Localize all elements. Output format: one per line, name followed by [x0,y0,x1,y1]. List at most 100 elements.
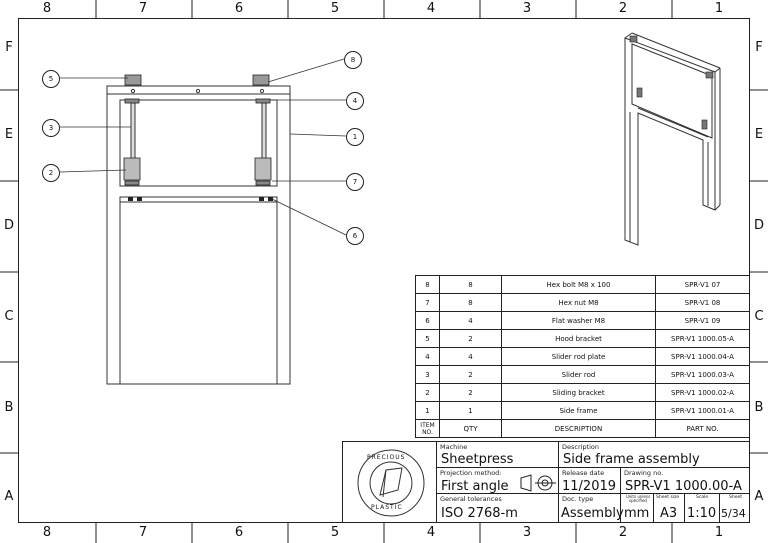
bom-qty: 2 [439,365,502,384]
tolerances-cell: General tolerances ISO 2768-m [436,493,559,523]
bom-item: 1 [415,401,440,420]
doc-type-label: Doc. type [562,495,594,503]
bom-part: SPR-V1 1000.03-A [655,365,750,384]
table-row: 1 1 Side frame SPR-V1 1000.01-A [415,401,750,420]
bill-of-materials: 8 8 Hex bolt M8 x 100 SPR-V1 07 7 8 Hex … [415,275,750,438]
row-c-left: C [4,309,14,324]
col-4-top: 4 [426,1,436,16]
bom-qty: 8 [439,293,502,312]
description-value: Side frame assembly [563,452,700,467]
row-f-left: F [5,40,13,55]
description-label: Description [562,443,600,451]
logo-cell: PRECIOUS PLASTIC [342,441,437,523]
bom-qty: 2 [439,329,502,348]
row-e-right: E [754,127,764,142]
units-label: Units unless specified [625,494,651,503]
col-6-bottom: 6 [234,525,244,540]
balloon-5: 5 [42,70,60,88]
row-d-left: D [3,218,14,233]
col-4-bottom: 4 [426,525,436,540]
bom-item: 3 [415,365,440,384]
col-7-bottom: 7 [138,525,148,540]
bom-description: Hex bolt M8 x 100 [501,275,656,294]
release-label: Release date [562,469,605,477]
projection-label: Projection method: [440,469,502,477]
sliding-brackets [123,157,272,181]
logo-text-bottom: PLASTIC [371,504,403,511]
col-8-top: 8 [42,1,52,16]
table-row: 2 2 Sliding bracket SPR-V1 1000.02-A [415,383,750,402]
bom-qty: 4 [439,347,502,366]
precious-plastic-logo [357,449,425,517]
doc-type-cell: Doc. type Assembly [558,493,624,523]
bom-description: Hood bracket [501,329,656,348]
bom-description: Sliding bracket [501,383,656,402]
front-view-holes [130,88,265,94]
isometric-view [624,32,721,246]
bom-part: SPR-V1 09 [655,311,750,330]
balloon-1: 1 [346,128,364,146]
tolerances-label: General tolerances [440,495,502,503]
balloon-2: 2 [42,164,60,182]
scale-cell: Scale 1:10 [684,493,720,523]
bom-part: SPR-V1 07 [655,275,750,294]
logo-text-top: PRECIOUS [367,454,406,461]
row-e-left: E [4,127,14,142]
bom-item: 6 [415,311,440,330]
col-8-bottom: 8 [42,525,52,540]
description-cell: Description Side frame assembly [558,441,750,468]
drawing-no-cell: Drawing no. SPR-V1 1000.00-A [620,467,750,494]
bom-description: Side frame [501,401,656,420]
tolerances-value: ISO 2768-m [441,506,518,521]
bom-item: 2 [415,383,440,402]
bom-part: SPR-V1 1000.01-A [655,401,750,420]
col-6-top: 6 [234,1,244,16]
balloon-3: 3 [42,119,60,137]
bom-qty: 2 [439,383,502,402]
bom-header-description: DESCRIPTION [501,419,656,438]
col-2-top: 2 [618,1,628,16]
units-cell: Units unless specified mm [620,493,654,523]
bom-description: Flat washer M8 [501,311,656,330]
bom-description: Slider rod [501,365,656,384]
machine-label: Machine [440,443,468,451]
bom-header-item: ITEM NO. [415,419,440,438]
balloon-4: 4 [346,92,364,110]
bom-part: SPR-V1 1000.04-A [655,347,750,366]
sheet-size-label: Sheet size [656,495,680,500]
bom-qty: 8 [439,275,502,294]
table-row: 8 8 Hex bolt M8 x 100 SPR-V1 07 [415,275,750,294]
sheet-size-cell: Sheet size A3 [653,493,685,523]
machine-value: Sheetpress [441,452,514,467]
row-f-right: F [755,40,763,55]
bom-header-qty: QTY [439,419,502,438]
row-b-right: B [754,400,764,415]
table-row: 5 2 Hood bracket SPR-V1 1000.05-A [415,329,750,348]
col-1-top: 1 [714,1,724,16]
units-value: mm [624,506,650,521]
sheet-cell: Sheet 5/34 [719,493,750,523]
bom-description: Hex nut M8 [501,293,656,312]
bom-header-part: PART NO. [655,419,750,438]
table-row: 3 2 Slider rod SPR-V1 1000.03-A [415,365,750,384]
bom-qty: 1 [439,401,502,420]
scale-value: 1:10 [687,506,717,521]
bom-part: SPR-V1 08 [655,293,750,312]
bom-qty: 4 [439,311,502,330]
bom-item: 7 [415,293,440,312]
leader-lines [59,58,347,236]
rod-plates [124,98,271,186]
col-3-top: 3 [522,1,532,16]
col-5-bottom: 5 [330,525,340,540]
isometric-brackets [629,35,714,130]
bom-header-row: ITEM NO. QTY DESCRIPTION PART NO. [415,419,750,438]
col-5-top: 5 [330,1,340,16]
balloon-7: 7 [346,173,364,191]
bom-part: SPR-V1 1000.02-A [655,383,750,402]
projection-cell: Projection method: First angle [436,467,559,494]
balloon-8: 8 [344,51,362,69]
washers [128,197,273,201]
sheet-value: 5/34 [721,507,746,520]
